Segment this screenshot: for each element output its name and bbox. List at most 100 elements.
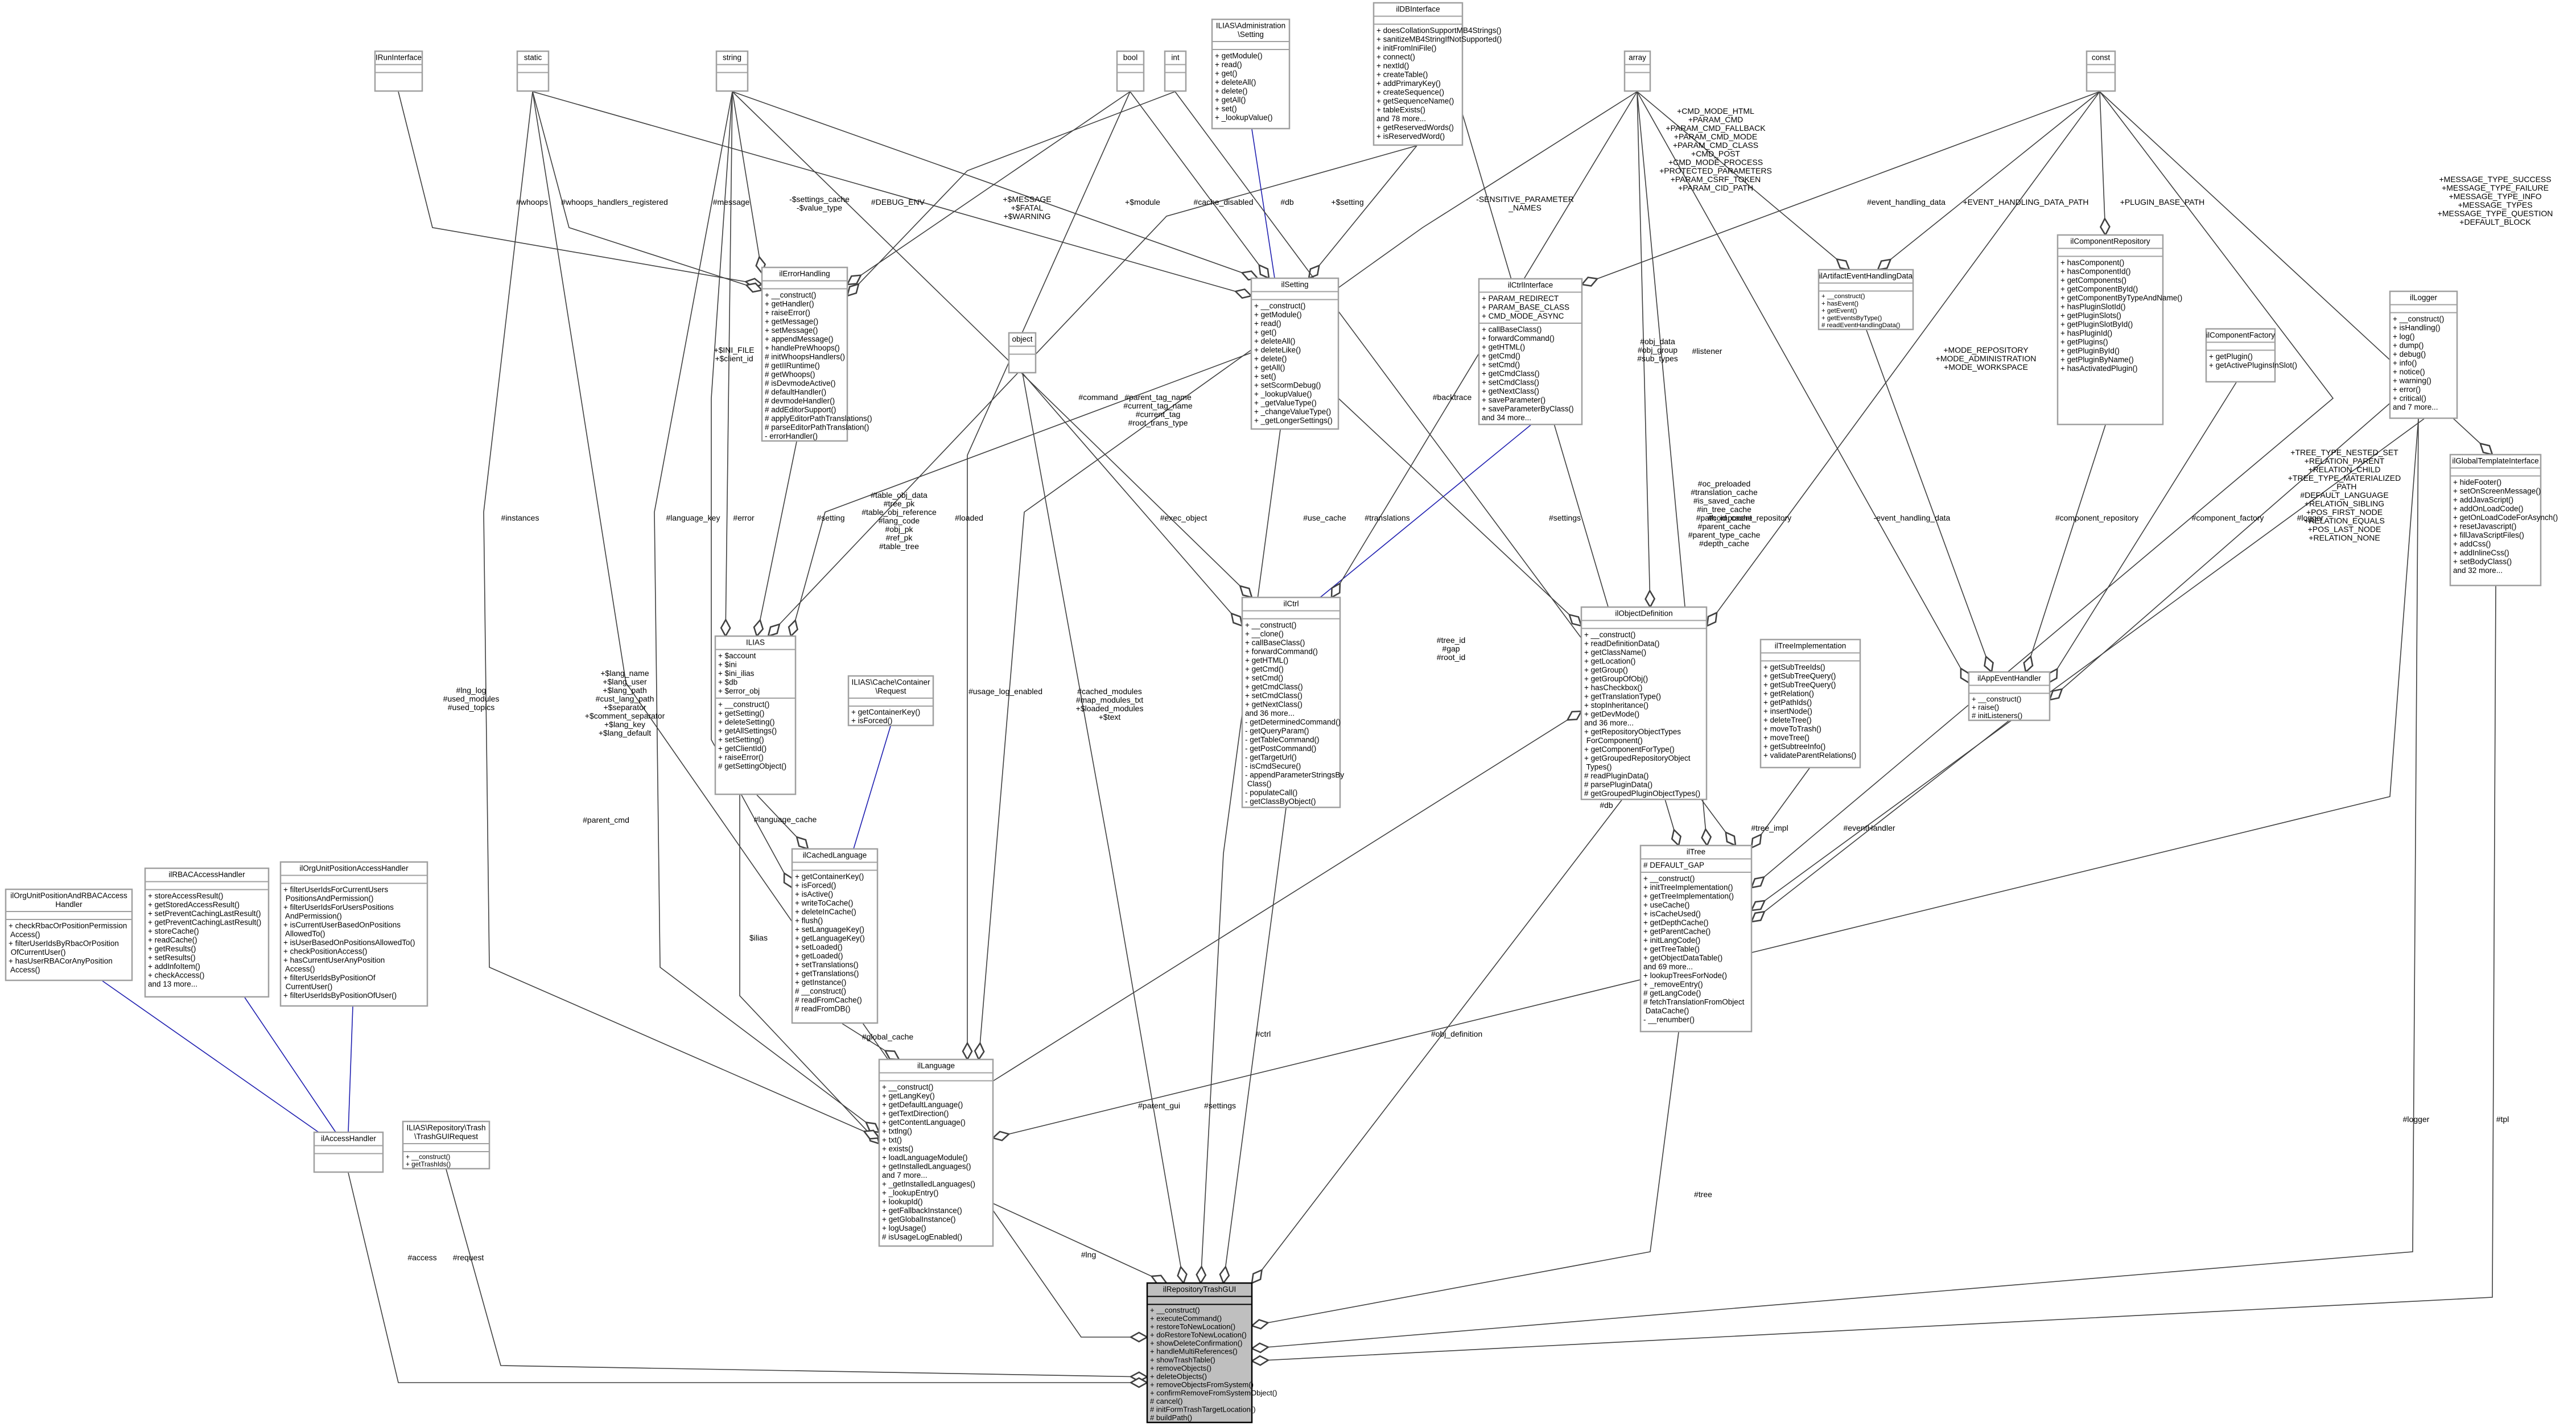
class-box [1250, 277, 1339, 430]
class-name: ILIAS\Administration\Setting [1216, 22, 1285, 39]
class-node-ilComponentFactory[interactable]: ilComponentFactory+ getPlugin()+ getActi… [2205, 328, 2297, 383]
edge-ilComponentRepository-to-ilAppEventHandler [2026, 424, 2106, 672]
edge-const-to-ilComponentRepository [2099, 91, 2105, 235]
class-box [402, 1120, 491, 1170]
edge-ilArtifactEventHandlingData-to-ilAppEventHandler [1866, 329, 1992, 672]
class-node-ilDBInterface[interactable]: ilDBInterface+ doesCollationSupportMB4St… [1373, 2, 1502, 146]
class-node-ilAccessHandler[interactable]: ilAccessHandler [313, 1131, 384, 1173]
class-node-array[interactable]: array [1623, 50, 1651, 92]
class-node-ilObjectDefinition[interactable]: ilObjectDefinition+ __construct()+ readD… [1580, 606, 1708, 801]
edge-int-to-ilErrorHandling [847, 91, 1176, 296]
edge-label-whoops: #whoops [516, 197, 548, 207]
edge-object-to-ilRepositoryTrashGUI [1022, 373, 1184, 1283]
edge-ilCachedLanguage-to-ilLanguage [842, 1023, 899, 1059]
class-operations: + __construct()+ getLangKey()+ getDefaul… [882, 1083, 975, 1242]
edge-label-tree-type: +TREE_TYPE_NESTED_SET+RELATION_PARENT+RE… [2288, 448, 2401, 542]
edge-array-to-ilObjectDefinition [1637, 91, 1650, 607]
class-node-ilTreeImplementation[interactable]: ilTreeImplementation+ getSubTreeIds()+ g… [1759, 638, 1861, 769]
class-name: ilCtrl [1284, 600, 1299, 608]
edge-label-settings-cache: -$settings_cache-$value_type [789, 195, 850, 212]
edge-ilTreeImplementation-to-ilTree [1751, 768, 1810, 848]
class-node-ilRBACAccessHandler[interactable]: ilRBACAccessHandler+ storeAccessResult()… [144, 867, 270, 998]
class-box [5, 888, 133, 981]
class-name: object [1012, 335, 1032, 344]
class-operations: + __construct()+ hasEvent()+ getEvent()+… [1821, 293, 1901, 329]
class-operations: + __construct()+ executeCommand()+ resto… [1150, 1306, 1277, 1422]
edge-label-language-key: #language_key [666, 513, 720, 522]
class-name: ilTreeImplementation [1775, 642, 1847, 650]
class-node-ilAppEventHandler[interactable]: ilAppEventHandler+ __construct()+ raise(… [1968, 671, 2051, 721]
edge-label-setting: #setting [817, 513, 844, 522]
class-operations: + filterUserIdsForCurrentUsers Positions… [283, 885, 415, 1000]
class-node-ilSetting[interactable]: ilSetting+ __construct()+ getModule()+ r… [1250, 277, 1339, 430]
edge-label-db: #db [1600, 801, 1613, 810]
edge-static-to-ilLanguage [483, 91, 879, 1138]
class-name: ILIAS\Repository\Trash\TrashGUIRequest [406, 1124, 485, 1141]
edge-ilDBInterface-to-ILIAS [768, 145, 1417, 636]
class-operations: + checkRbacOrPositionPermission Access()… [9, 922, 127, 975]
class-name: ilRepositoryTrashGUI [1163, 1285, 1237, 1294]
class-operations: + __construct()+ getSetting()+ deleteSet… [718, 700, 786, 771]
edge-label-access: #access [407, 1253, 436, 1262]
class-node-ilCachedLanguage[interactable]: ilCachedLanguage+ getContainerKey()+ isF… [791, 848, 879, 1024]
class-node-ilAdministrationSetting[interactable]: ILIAS\Administration\Setting+ getModule(… [1211, 18, 1291, 130]
class-node-ilTree[interactable]: ilTree# DEFAULT_GAP+ __construct()+ init… [1639, 844, 1753, 1033]
edge-label-error: #error [733, 513, 755, 522]
class-operations: + storeAccessResult()+ getStoredAccessRe… [148, 892, 261, 988]
class-name: ilObjectDefinition [1615, 609, 1672, 618]
class-node-int[interactable]: int [1164, 50, 1187, 92]
edge-array-to-ilAppEventHandler [1637, 91, 1969, 683]
class-node-ilCtrl[interactable]: ilCtrl+ __construct()+ __clone()+ callBa… [1241, 596, 1344, 809]
class-box [1478, 278, 1583, 426]
edge-label-loaded: #loaded [955, 513, 983, 522]
class-name: string [723, 53, 741, 62]
class-node-static[interactable]: static [516, 50, 550, 92]
class-node-ILIAS[interactable]: ILIAS+ $account+ $ini+ $ini_ilias+ $db+ … [714, 635, 797, 795]
class-operations: + getContainerKey()+ isForced()+ isActiv… [795, 872, 865, 1013]
class-box [1623, 50, 1651, 92]
class-node-ilArtifactEventHandlingData[interactable]: ilArtifactEventHandlingData + __construct… [1817, 269, 1914, 331]
edge-label-ui-cache: #use_cache [1303, 513, 1346, 522]
edge-label-component-repo: #component_repository [1708, 513, 1791, 522]
edge-label-module: +$module [1125, 197, 1160, 207]
class-name: ilAccessHandler [321, 1135, 376, 1143]
edge-label-cached-modules: #cached_modules#map_modules_txt+$loaded_… [1076, 687, 1144, 721]
edge-array-to-ilLanguage [979, 91, 1638, 1059]
class-attributes: # DEFAULT_GAP [1643, 861, 1704, 869]
class-attributes: + PARAM_REDIRECT+ PARAM_BASE_CLASS+ CMD_… [1482, 294, 1569, 320]
edge-bool-to-ilSetting [1130, 91, 1269, 278]
class-name: ilAppEventHandler [1977, 674, 2041, 683]
edge-label-usage-log: #usage_log_enabled [968, 687, 1042, 696]
class-node-ilErrorHandling[interactable]: ilErrorHandling+ __construct()+ getHandl… [761, 266, 872, 442]
class-node-string[interactable]: string [715, 50, 749, 92]
edge-ILIAS-to-ilCachedLanguage [756, 794, 808, 849]
class-name: ilArtifactEventHandlingData [1819, 272, 1913, 281]
class-node-ilLanguage[interactable]: ilLanguage+ __construct()+ getLangKey()+… [878, 1058, 994, 1247]
class-node-ilOrgUnitPositionAccessHandler[interactable]: ilOrgUnitPositionAccessHandler+ filterUs… [279, 861, 428, 1007]
class-node-object[interactable]: object [1008, 332, 1037, 374]
edge-label-backtrace: #backtrace [1433, 393, 1472, 402]
class-node-bool[interactable]: bool [1116, 50, 1145, 92]
class-name: const [2092, 53, 2111, 62]
edge-object-to-ilCtrl [1022, 373, 1242, 626]
edge-label-mode-repo: +MODE_REPOSITORY+MODE_ADMINISTRATION+MOD… [1936, 345, 2037, 372]
edge-const-to-ilObjectDefinition [1707, 91, 2100, 626]
class-node-IRunInterface[interactable]: IRunInterface [374, 50, 423, 92]
class-box [516, 50, 550, 92]
edge-ILIAS-to-ilLanguage [739, 795, 879, 1144]
class-node-ilComponentRepository[interactable]: ilComponentRepository+ hasComponent()+ h… [2056, 234, 2182, 426]
class-node-ilRepositoryTrashGUI[interactable]: ilRepositoryTrashGUI + __construct()+ exe… [1146, 1282, 1277, 1424]
edge-label-global-cache: #global_cache [862, 1032, 914, 1041]
class-node-ilGlobalTemplateInterface[interactable]: ilGlobalTemplateInterface+ hideFooter()+… [2449, 453, 2558, 587]
class-box [791, 848, 879, 1024]
class-operations: + __construct()+ getTrashIds() [406, 1153, 451, 1168]
class-name: ilComponentFactory [2206, 331, 2275, 340]
class-node-ilCtrlInterface[interactable]: ilCtrlInterface+ PARAM_REDIRECT+ PARAM_B… [1478, 278, 1583, 426]
edge-label-exec-object: #exec_object [1160, 513, 1207, 522]
class-node-ilRepositoryTrashGUIRequest[interactable]: ILIAS\Repository\Trash\TrashGUIRequest + … [402, 1120, 491, 1170]
class-node-ilLogger[interactable]: ilLogger+ __construct()+ isHandling()+ l… [2389, 290, 2458, 419]
edge-label-plugin-base-path: +PLUGIN_BASE_PATH [2120, 197, 2204, 207]
class-node-const[interactable]: const [2085, 50, 2116, 92]
class-node-ilCacheContainerRequest[interactable]: ILIAS\Cache\Container\Request+ getContai… [847, 675, 934, 727]
